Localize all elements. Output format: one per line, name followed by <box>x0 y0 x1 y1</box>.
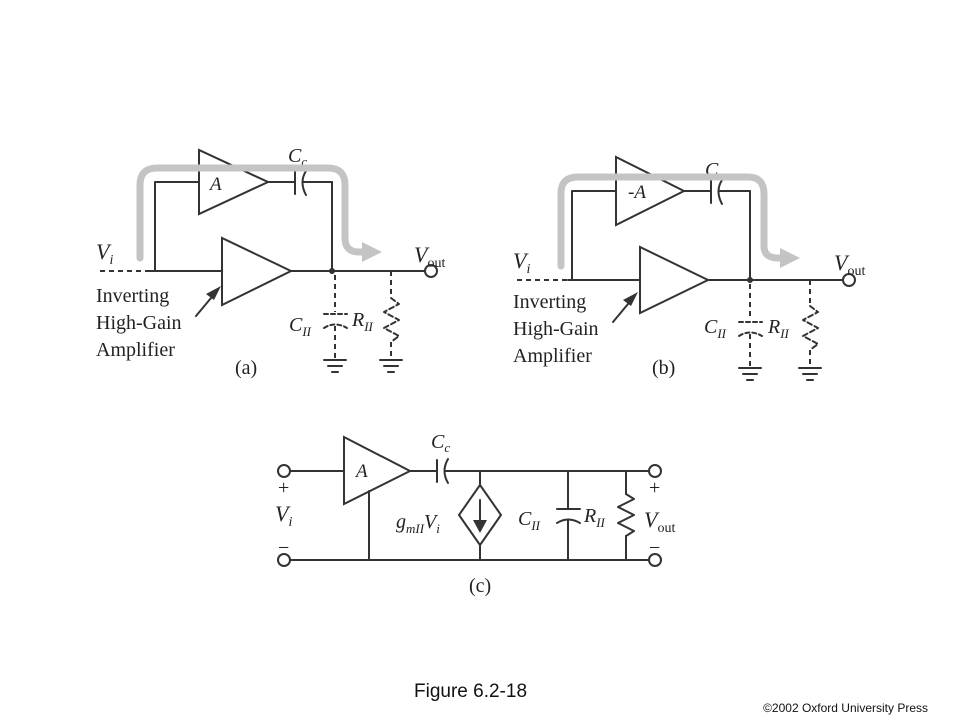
panel-a-rii-label: RII <box>351 309 374 334</box>
panel-b-amp-label: -A <box>628 182 646 203</box>
panel-b-node-dot <box>747 277 753 283</box>
panel-c-input-terminal-top <box>277 464 291 478</box>
panel-a: A Cc Vi Vout CII RII <box>96 145 445 379</box>
panel-b-wire <box>571 190 617 281</box>
panel-b-cii-curved-plate <box>738 331 763 337</box>
panel-a-signal-path <box>136 164 366 262</box>
panel-a-note-line1: Inverting <box>96 285 169 307</box>
panel-a-rii-resistor <box>383 297 400 343</box>
panel-b-tag: (b) <box>652 357 675 379</box>
panel-c-amp <box>343 435 413 506</box>
panel-a-amp-label: A <box>208 174 222 195</box>
panel-a-note-arrowhead <box>206 286 221 300</box>
panel-c-vout-label: Vout <box>644 507 675 536</box>
panel-c-cii-label: CII <box>518 508 541 533</box>
panel-c-amp-label: A <box>354 461 368 482</box>
panel-b-feedforward-amp <box>615 155 687 227</box>
panel-b-rii-resistor <box>802 305 819 351</box>
panel-c-output-terminal-top <box>648 464 662 478</box>
panel-b-signal-path <box>557 173 784 270</box>
panel-c-vin-plus: + <box>278 477 289 499</box>
panel-c-vin-minus: − <box>278 537 289 559</box>
panel-c-gm-label: gmIIVi <box>396 511 440 536</box>
panel-a-note-line3: Amplifier <box>96 339 175 361</box>
panel-a-cii-curved-plate <box>323 323 348 329</box>
panel-a-wire <box>154 181 200 272</box>
panel-a-signal-path-arrowhead <box>362 242 382 262</box>
panel-b-rii-label: RII <box>767 316 790 341</box>
panel-b-note-line1: Inverting <box>513 291 586 313</box>
panel-c-tag: (c) <box>469 575 491 597</box>
panel-b-signal-path-arrowhead <box>780 248 800 268</box>
panel-b: -A Cc Vi Vout CII RII Inverting High-Gai… <box>513 155 865 381</box>
panel-c-output-terminal-bottom <box>648 553 662 567</box>
panel-a-cii-label: CII <box>289 314 312 339</box>
panel-b-vout-label: Vout <box>834 250 865 279</box>
panel-b-note-arrowhead <box>623 292 638 306</box>
panel-b-main-amp <box>639 245 711 315</box>
panel-a-vout-label: Vout <box>414 242 445 271</box>
panel-b-note-line2: High-Gain <box>513 318 599 340</box>
panel-c-rii-resistor <box>617 493 635 537</box>
panel-b-note-line3: Amplifier <box>513 345 592 367</box>
panel-a-vin-label: Vi <box>96 239 113 268</box>
panel-c-vin-label: Vi <box>275 501 292 530</box>
panel-c-source-arrowhead <box>473 520 487 533</box>
panel-c-vout-plus: + <box>649 477 660 499</box>
panel-b-output-terminal <box>842 273 856 287</box>
panel-a-note-line2: High-Gain <box>96 312 182 334</box>
panel-a-node-dot <box>329 268 335 274</box>
panel-b-vin-label: Vi <box>513 248 530 277</box>
figure-caption: Figure 6.2-18 <box>414 681 527 702</box>
panel-c-cc-label: Cc <box>431 431 450 455</box>
panel-b-cii-label: CII <box>704 316 727 341</box>
panel-a-cc-label: Cc <box>288 145 307 169</box>
panel-c: A Cc gmIIVi CII RII + Vi − + Vout <box>275 431 675 597</box>
panel-c-rii-label: RII <box>583 505 606 530</box>
copyright-notice: ©2002 Oxford University Press <box>763 701 928 715</box>
panel-c-vout-minus: − <box>649 537 660 559</box>
panel-a-main-amp <box>221 236 294 307</box>
panel-a-output-terminal <box>424 264 438 278</box>
panel-a-tag: (a) <box>235 357 257 379</box>
